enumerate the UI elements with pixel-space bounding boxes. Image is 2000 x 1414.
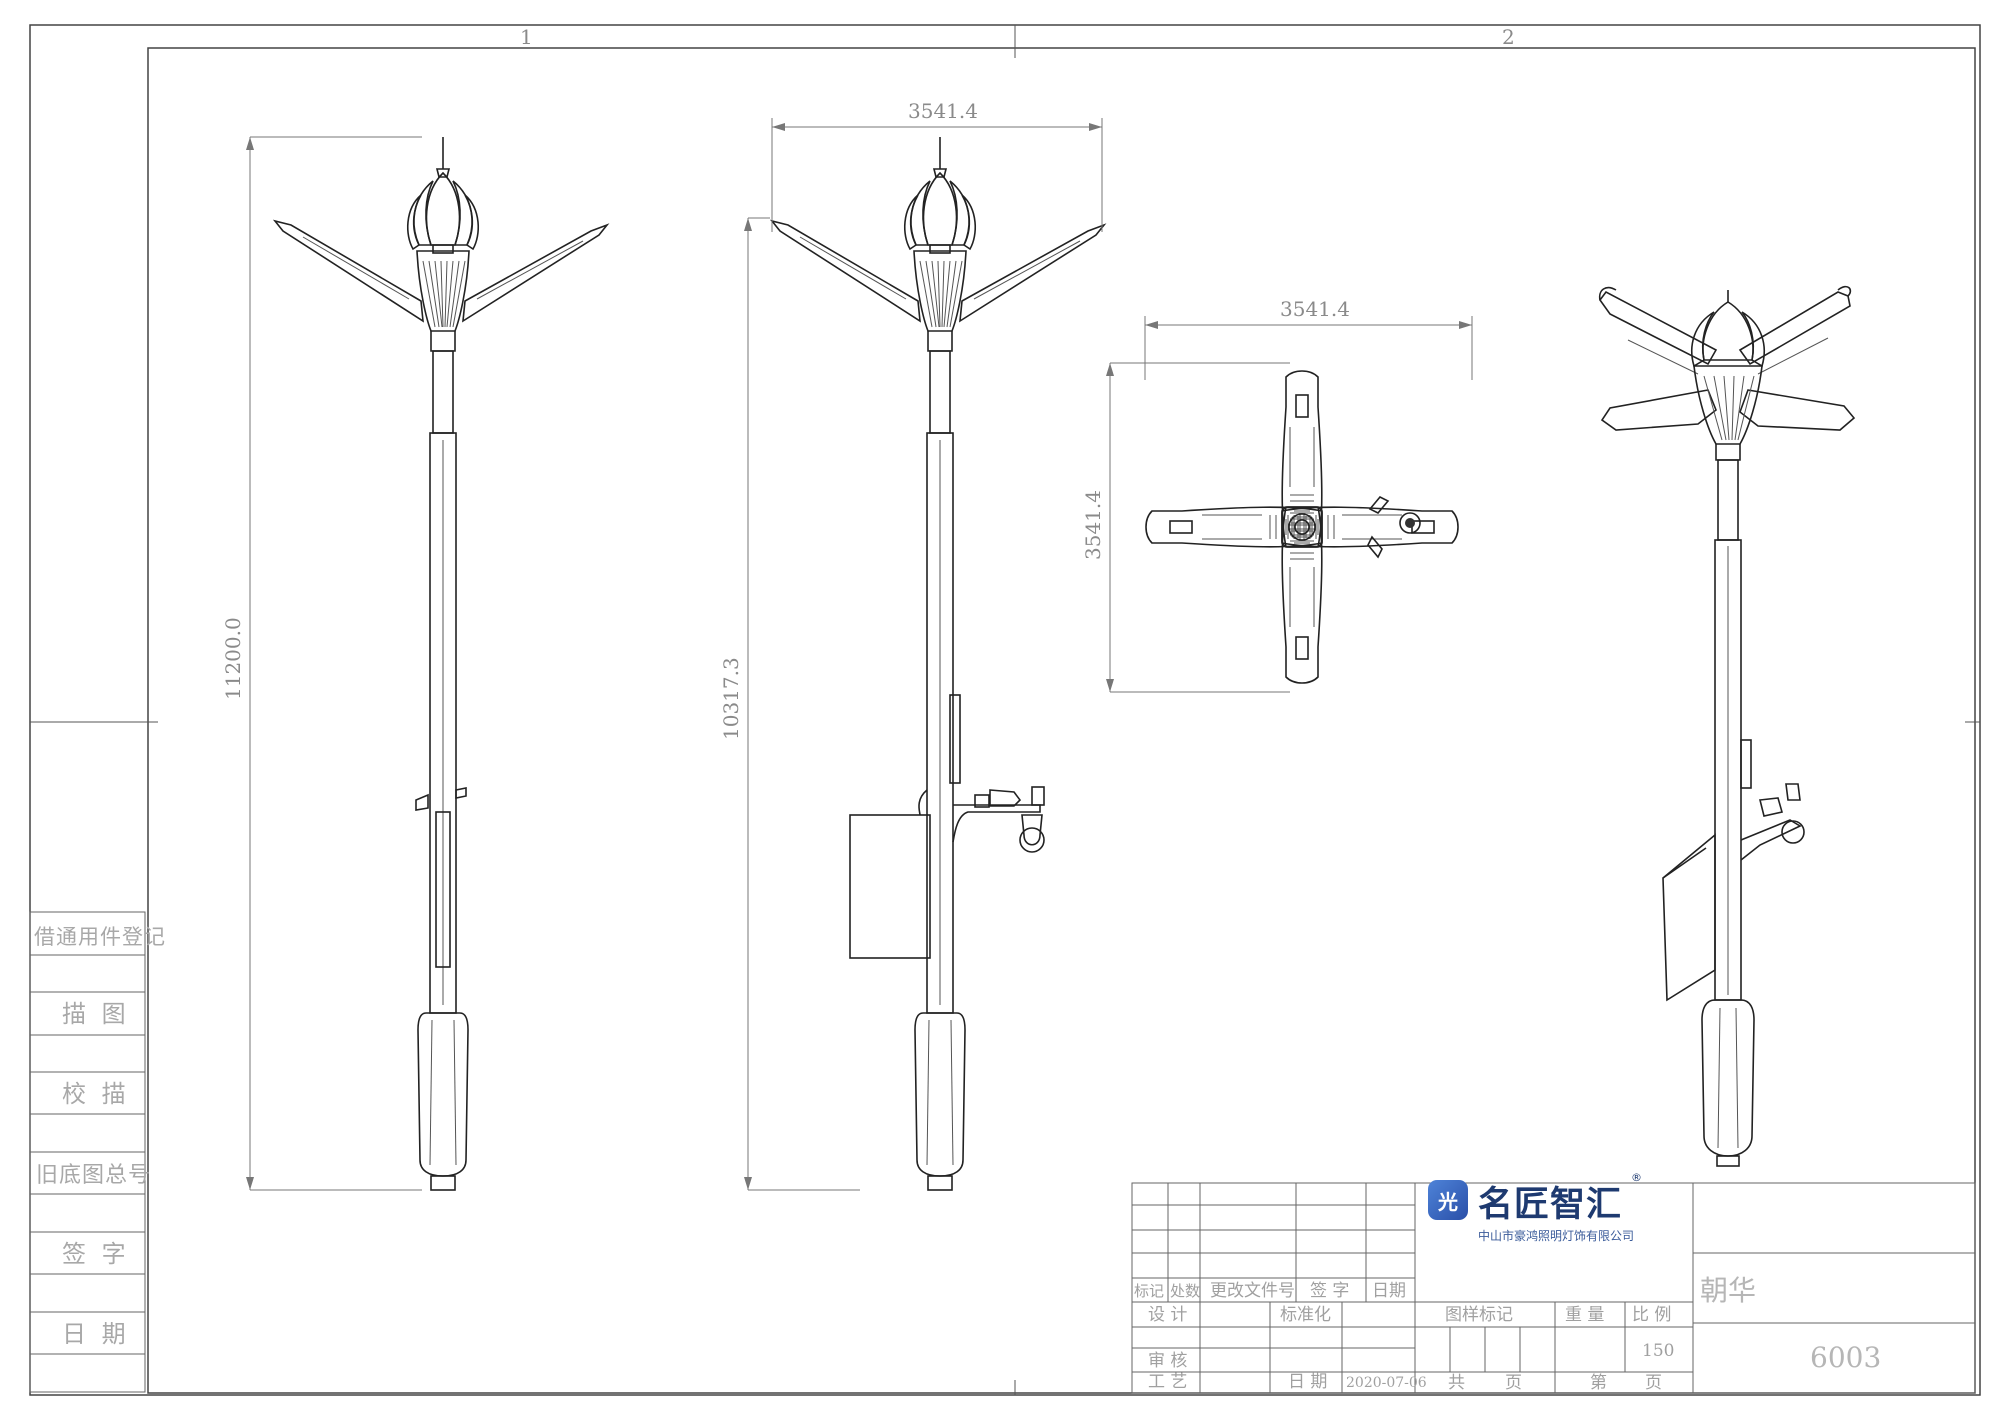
top-view (1145, 370, 1459, 684)
tb-weight: 重 量 (1565, 1305, 1604, 1325)
side-height-dimension (744, 217, 860, 1191)
side-width-label: 3541.4 (908, 99, 978, 123)
tb-count: 处数 (1170, 1282, 1200, 1300)
tb-drawing-mark: 图样标记 (1445, 1305, 1513, 1325)
company-name: 中山市豪鸿照明灯饰有限公司 (1478, 1229, 1635, 1243)
sheet-frame (29, 24, 1981, 1396)
tb-review: 审 核 (1148, 1351, 1187, 1371)
tb-date-value: 2020-07-06 (1346, 1375, 1427, 1391)
side-tracing: 描 图 (62, 1000, 130, 1028)
tb-approve-date: 日 期 (1288, 1372, 1327, 1392)
side-check: 校 描 (62, 1080, 130, 1108)
tb-scale-value: 150 (1642, 1341, 1674, 1361)
side-signature: 签 字 (62, 1240, 130, 1268)
top-width-dimension (1144, 316, 1473, 380)
drawing-number: 6003 (1810, 1341, 1881, 1374)
product-name: 朝华 (1700, 1274, 1756, 1307)
tb-date: 日期 (1372, 1281, 1406, 1301)
top-width-label: 3541.4 (1280, 297, 1350, 321)
tb-process: 工 艺 (1148, 1372, 1187, 1392)
title-block (1131, 1182, 1976, 1394)
tb-sheets: 页 (1505, 1373, 1522, 1393)
tb-scale: 比 例 (1632, 1305, 1671, 1325)
side-old-drawing-no: 旧底图总号 (36, 1163, 151, 1188)
side-column (29, 911, 146, 1393)
top-height-dimension (1106, 362, 1290, 693)
grid-col-1: 1 (520, 25, 533, 49)
tb-standardize: 标准化 (1280, 1305, 1331, 1325)
tb-design: 设 计 (1148, 1305, 1187, 1325)
top-height-label: 3541.4 (1081, 490, 1105, 560)
front-view (274, 136, 608, 1191)
perspective-view (1598, 285, 1856, 1167)
tb-seq: 第 (1590, 1373, 1607, 1393)
tb-page: 页 (1645, 1373, 1662, 1393)
registered-mark: ® (1631, 1171, 1642, 1184)
tb-change-doc: 更改文件号 (1210, 1281, 1295, 1301)
tb-total: 共 (1448, 1373, 1465, 1393)
brand-name: 名匠智汇 (1478, 1185, 1623, 1225)
side-registration: 借通用件登记 (34, 925, 166, 949)
tb-sign: 签 字 (1310, 1281, 1349, 1301)
company-logo: 光 名匠智汇 ® 中山市豪鸿照明灯饰有限公司 (1428, 1171, 1688, 1250)
grid-col-2: 2 (1502, 25, 1515, 49)
side-date: 日 期 (62, 1320, 130, 1348)
side-width-dimension (771, 118, 1103, 232)
tb-mark: 标记 (1134, 1282, 1164, 1300)
side-view (771, 136, 1105, 1191)
front-height-dimension (246, 136, 422, 1191)
brand-icon: 光 (1428, 1180, 1468, 1220)
front-height-label: 11200.0 (221, 617, 245, 700)
side-height-label: 10317.3 (719, 657, 743, 740)
